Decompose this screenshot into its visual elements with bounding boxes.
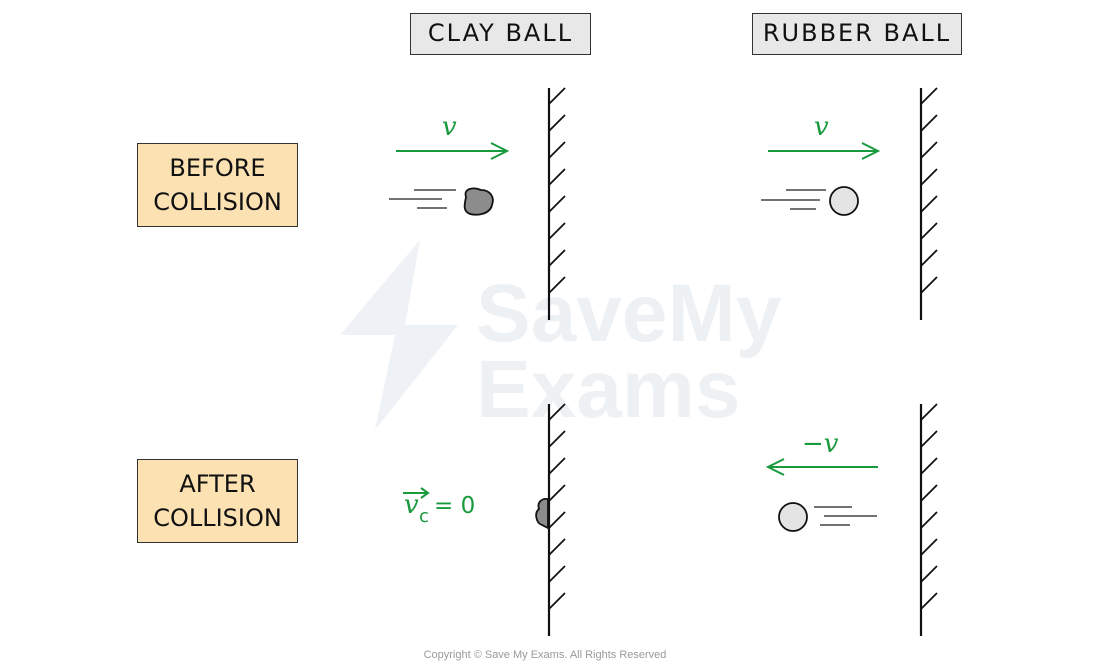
motion-lines-rubber-after (814, 506, 877, 526)
wall-hatch (920, 484, 938, 502)
clay-ball-before (463, 187, 494, 216)
column-header-clay-ball: CLAY BALL (410, 13, 591, 55)
wall-hatch (920, 114, 938, 132)
wall-hatch (920, 403, 938, 421)
velocity-label-clay-before: v (442, 112, 457, 142)
row-label-after-line2: COLLISION (153, 504, 282, 532)
wall-hatch (548, 276, 566, 294)
wall-hatch (548, 565, 566, 583)
wall-hatch (548, 484, 566, 502)
wall-clay-after (547, 403, 566, 636)
wall-hatch (548, 538, 566, 556)
velocity-label-clay-after-subscript: c (419, 506, 429, 527)
wall-hatch (548, 457, 566, 475)
wall-hatch (548, 168, 566, 186)
row-label-before-line2: COLLISION (153, 188, 282, 216)
column-header-rubber-ball: RUBBER BALL (752, 13, 962, 55)
velocity-arrow-clay-before (396, 142, 510, 160)
copyright-footer: Copyright © Save My Exams. All Rights Re… (423, 649, 667, 661)
row-label-after-line1: AFTER (179, 470, 256, 498)
velocity-arrow-rubber-before (768, 142, 881, 160)
rubber-ball-before (829, 186, 859, 216)
watermark-line1: SaveMy (476, 268, 782, 359)
velocity-label-clay-after-symbol: v (404, 490, 419, 520)
wall-hatch (920, 276, 938, 294)
wall-clay-before (547, 87, 566, 320)
rubber-ball-after (778, 502, 808, 532)
wall-hatch (548, 511, 566, 529)
wall-hatch (920, 195, 938, 213)
wall-hatch (920, 457, 938, 475)
row-label-before-line1: BEFORE (169, 154, 266, 182)
velocity-label-rubber-after: −v (802, 429, 839, 459)
velocity-arrow-rubber-after (765, 458, 878, 476)
wall-hatch (548, 114, 566, 132)
wall-hatch (548, 249, 566, 267)
wall-hatch (920, 249, 938, 267)
wall-hatch (920, 592, 938, 610)
wall-hatch (920, 430, 938, 448)
wall-hatch (548, 592, 566, 610)
wall-hatch (548, 195, 566, 213)
wall-hatch (920, 565, 938, 583)
motion-lines-clay (389, 189, 456, 209)
wall-hatch (548, 403, 566, 421)
row-label-after-collision: AFTER COLLISION (137, 459, 298, 543)
wall-hatch (920, 87, 938, 105)
vector-arrow-over-vc (403, 487, 430, 499)
clay-ball-after-stuck (535, 497, 549, 530)
wall-hatch (548, 222, 566, 240)
wall-rubber-before (919, 87, 938, 320)
wall-hatch (920, 538, 938, 556)
wall-hatch (548, 87, 566, 105)
wall-hatch (920, 168, 938, 186)
wall-hatch (548, 141, 566, 159)
wall-hatch (548, 430, 566, 448)
velocity-label-rubber-before: v (814, 112, 829, 142)
wall-hatch (920, 222, 938, 240)
row-label-before-collision: BEFORE COLLISION (137, 143, 298, 227)
wall-hatch (920, 511, 938, 529)
wall-rubber-after (919, 403, 938, 636)
watermark-line2: Exams (476, 344, 741, 435)
motion-lines-rubber-before (761, 189, 826, 210)
velocity-label-clay-after-value: = 0 (434, 493, 476, 519)
wall-hatch (920, 141, 938, 159)
